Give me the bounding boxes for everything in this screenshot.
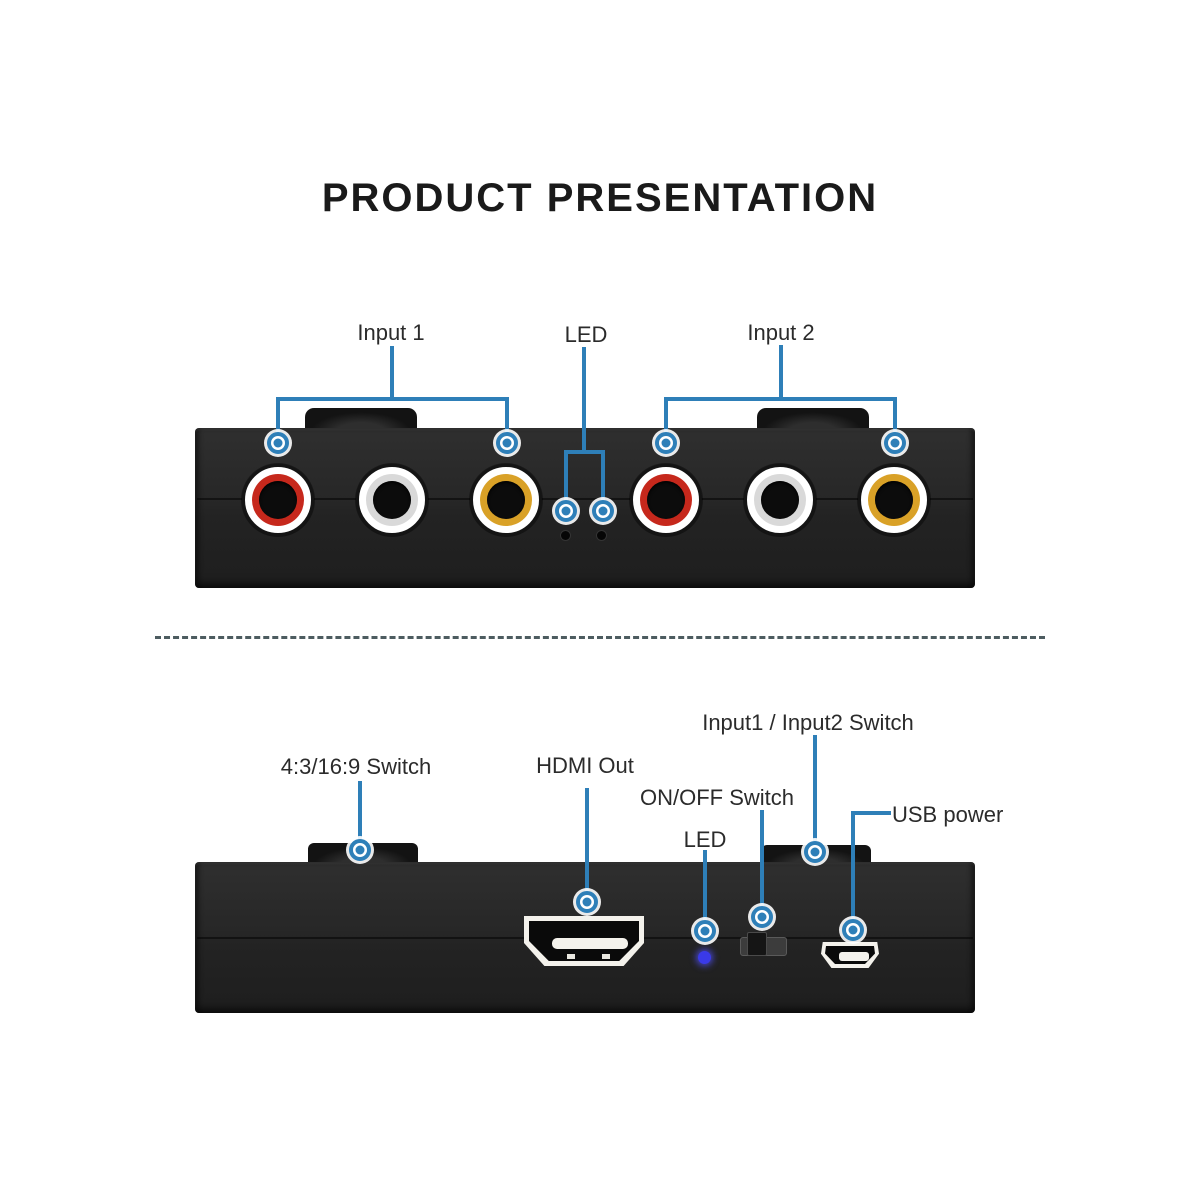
leader-line-led-front [582, 347, 586, 454]
rca-jack-yellow-input1 [470, 464, 542, 536]
hdmi-port [524, 916, 644, 966]
rca-jack-yellow-input2 [858, 464, 930, 536]
micro-usb-port-cavity [825, 946, 875, 964]
callout-dot-led-right [592, 500, 614, 522]
rear-label-usb-power: USB power [892, 802, 1004, 827]
power-led [698, 951, 711, 964]
rear-label-aspect-switch: 4:3/16:9 Switch [280, 754, 432, 779]
callout-dot-led-rear [694, 920, 716, 942]
section-divider [155, 636, 1045, 639]
hdmi-port-tongue [552, 938, 628, 949]
rear-label-input-switch: Input1 / Input2 Switch [702, 710, 914, 735]
callout-dot-usb-power [842, 919, 864, 941]
leader-line-onoff-switch [760, 810, 764, 917]
rca-jack-red-input1 [242, 464, 314, 536]
callout-dot-aspect-switch [349, 839, 371, 861]
hdmi-port-pin [602, 954, 610, 959]
leader-bracket-led [564, 450, 605, 502]
micro-usb-port [821, 942, 879, 968]
leader-line-input2 [779, 345, 783, 399]
hdmi-port-cavity [529, 921, 639, 961]
rear-label-onoff-switch: ON/OFF Switch [639, 785, 795, 810]
callout-dot-input1-right [496, 432, 518, 454]
device-foot [757, 408, 869, 429]
leader-line-hdmi-out [585, 788, 589, 902]
callout-dot-hdmi-out [576, 891, 598, 913]
leader-bracket-input2 [664, 397, 897, 435]
device-foot [305, 408, 417, 429]
page-title: PRODUCT PRESENTATION [321, 176, 879, 220]
callout-dot-input-switch [804, 841, 826, 863]
callout-dot-input2-right [884, 432, 906, 454]
rear-label-led: LED [683, 827, 727, 852]
rca-jack-white-input2 [744, 464, 816, 536]
rca-jack-white-input1 [356, 464, 428, 536]
callout-dot-input1-left [267, 432, 289, 454]
led-indicator-2 [597, 531, 606, 540]
callout-dot-input2-left [655, 432, 677, 454]
callout-dot-onoff-switch [751, 906, 773, 928]
led-indicator-1 [561, 531, 570, 540]
leader-line-usb-horizontal [851, 811, 891, 815]
leader-line-usb-vertical [851, 811, 855, 930]
leader-bracket-input1 [276, 397, 509, 435]
leader-line-input1 [390, 346, 394, 399]
front-label-led: LED [564, 322, 608, 347]
leader-line-aspect-switch [358, 781, 362, 850]
micro-usb-port-tongue [839, 952, 869, 961]
leader-line-led-rear [703, 850, 707, 931]
hdmi-port-pin [567, 954, 575, 959]
callout-dot-led-left [555, 500, 577, 522]
front-label-input2: Input 2 [747, 320, 815, 345]
panel-seam [197, 498, 973, 500]
rca-jack-red-input2 [630, 464, 702, 536]
on-off-switch-knob [747, 932, 767, 956]
device-front-panel [195, 428, 975, 588]
front-label-input1: Input 1 [357, 320, 425, 345]
rear-label-hdmi-out: HDMI Out [536, 753, 634, 778]
leader-line-input-switch [813, 735, 817, 852]
